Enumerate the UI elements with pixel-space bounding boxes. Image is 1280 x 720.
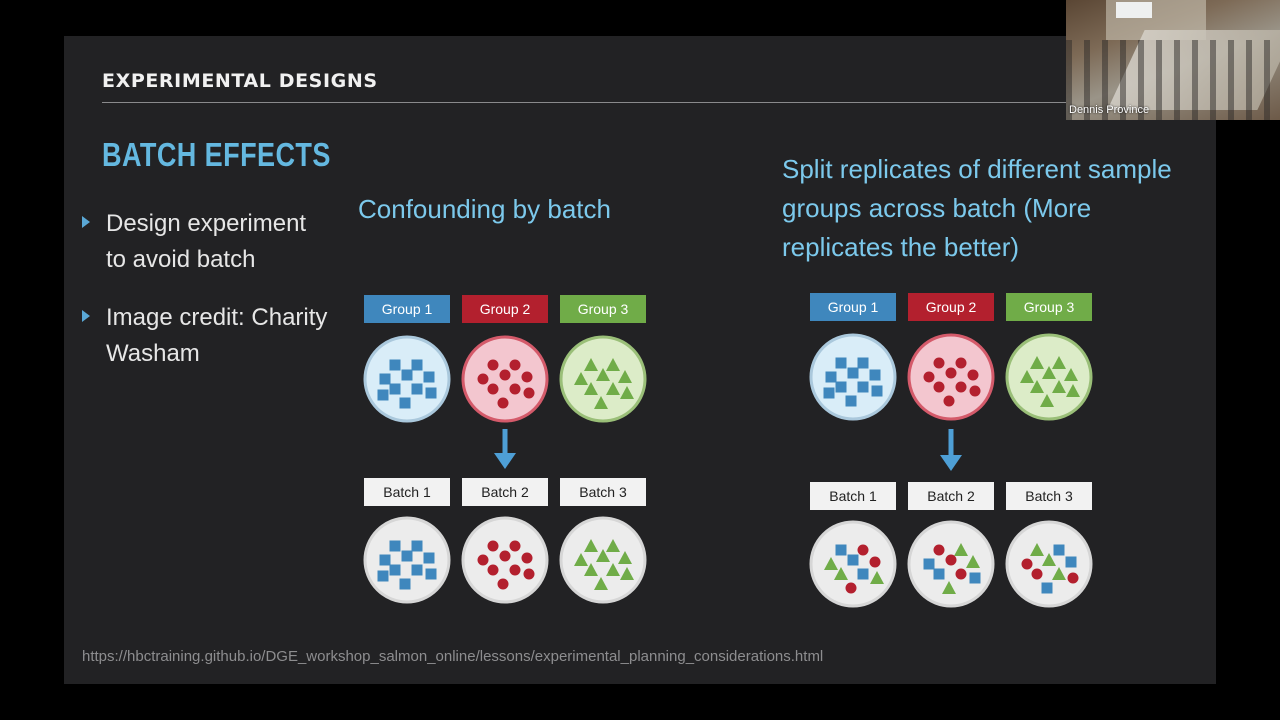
square-mark	[836, 382, 847, 393]
dot-mark	[488, 565, 499, 576]
group-label-text: Group 2	[926, 299, 977, 315]
square-mark	[390, 384, 401, 395]
square-mark	[1042, 583, 1053, 594]
square-mark	[924, 559, 935, 570]
square-mark	[380, 555, 391, 566]
dot-mark	[858, 545, 869, 556]
dot-mark	[478, 374, 489, 385]
square-mark	[380, 374, 391, 385]
dot-mark	[968, 370, 979, 381]
group-label-text: Group 3	[578, 301, 629, 317]
square-mark	[870, 370, 881, 381]
batch-label-text: Batch 3	[1025, 488, 1073, 504]
dot-mark	[522, 372, 533, 383]
square-mark	[400, 398, 411, 409]
square-mark	[400, 579, 411, 590]
dot-mark	[946, 555, 957, 566]
square-mark	[426, 388, 437, 399]
batch-label-text: Batch 2	[481, 484, 529, 500]
dot-mark	[1032, 569, 1043, 580]
slide: EXPERIMENTAL DESIGNS BATCH EFFECTS Desig…	[64, 36, 1216, 684]
square-mark	[402, 551, 413, 562]
dot-mark	[934, 545, 945, 556]
batch-label-text: Batch 1	[829, 488, 877, 504]
dot-mark	[510, 384, 521, 395]
dot-mark	[500, 551, 511, 562]
square-mark	[378, 571, 389, 582]
source-url[interactable]: https://hbctraining.github.io/DGE_worksh…	[82, 648, 823, 665]
square-mark	[824, 388, 835, 399]
dot-mark	[498, 579, 509, 590]
square-mark	[412, 384, 423, 395]
batch-label-text: Batch 1	[383, 484, 431, 500]
square-mark	[872, 386, 883, 397]
square-mark	[858, 358, 869, 369]
dot-mark	[510, 541, 521, 552]
square-mark	[412, 541, 423, 552]
square-mark	[848, 368, 859, 379]
square-mark	[1066, 557, 1077, 568]
batch-label-text: Batch 2	[927, 488, 975, 504]
dot-mark	[498, 398, 509, 409]
square-mark	[378, 390, 389, 401]
dot-mark	[946, 368, 957, 379]
dot-mark	[934, 382, 945, 393]
group-label-text: Group 2	[480, 301, 531, 317]
square-mark	[390, 565, 401, 576]
square-mark	[402, 370, 413, 381]
dot-mark	[488, 384, 499, 395]
dot-mark	[488, 360, 499, 371]
square-mark	[424, 553, 435, 564]
square-mark	[848, 555, 859, 566]
dot-mark	[870, 557, 881, 568]
down-arrow-icon	[494, 453, 516, 469]
dot-mark	[970, 386, 981, 397]
batch-diagram: Group 1 Group 2 Group 3 Batch 1 Batch 2 Batch…	[64, 36, 1216, 684]
square-mark	[412, 360, 423, 371]
square-mark	[858, 382, 869, 393]
down-arrow-icon	[940, 455, 962, 471]
square-mark	[836, 545, 847, 556]
dot-mark	[524, 388, 535, 399]
square-mark	[826, 372, 837, 383]
participant-name: Dennis Province	[1069, 104, 1149, 116]
dot-mark	[1022, 559, 1033, 570]
square-mark	[1054, 545, 1065, 556]
dot-mark	[500, 370, 511, 381]
dot-mark	[1068, 573, 1079, 584]
group-label-text: Group 3	[1024, 299, 1075, 315]
dot-mark	[846, 583, 857, 594]
square-mark	[390, 360, 401, 371]
square-mark	[390, 541, 401, 552]
dot-mark	[956, 569, 967, 580]
dot-mark	[510, 360, 521, 371]
group-label-text: Group 1	[828, 299, 879, 315]
dot-mark	[488, 541, 499, 552]
dot-mark	[944, 396, 955, 407]
dot-mark	[924, 372, 935, 383]
square-mark	[846, 396, 857, 407]
square-mark	[934, 569, 945, 580]
square-mark	[858, 569, 869, 580]
batch-label-text: Batch 3	[579, 484, 627, 500]
dot-mark	[956, 358, 967, 369]
dot-mark	[478, 555, 489, 566]
square-mark	[424, 372, 435, 383]
dot-mark	[956, 382, 967, 393]
square-mark	[412, 565, 423, 576]
video-thumbnail[interactable]: Dennis Province	[1066, 0, 1280, 120]
room-screen	[1116, 2, 1152, 18]
square-mark	[836, 358, 847, 369]
square-mark	[426, 569, 437, 580]
group-label-text: Group 1	[382, 301, 433, 317]
dot-mark	[934, 358, 945, 369]
dot-mark	[524, 569, 535, 580]
dot-mark	[510, 565, 521, 576]
square-mark	[970, 573, 981, 584]
dot-mark	[522, 553, 533, 564]
